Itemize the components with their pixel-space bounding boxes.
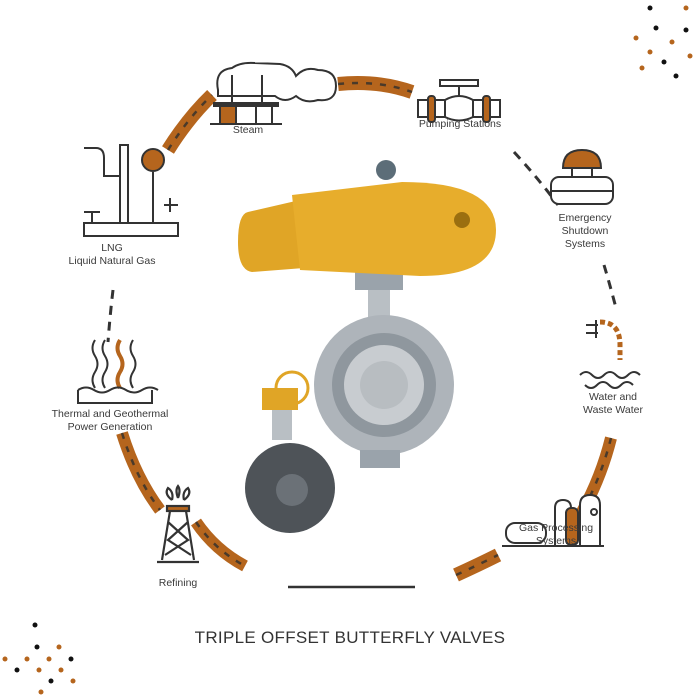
heat-waves-icon xyxy=(77,338,159,404)
label-line: Systems xyxy=(535,535,577,547)
butterfly-valve-image xyxy=(238,160,496,533)
dashed-connector xyxy=(602,264,618,309)
label-line: Water and xyxy=(588,391,638,403)
decorative-dots-bottom-left xyxy=(2,622,76,695)
steam-plant-icon xyxy=(210,61,338,125)
label-line: Liquid Natural Gas xyxy=(68,255,156,267)
label-line: Refining xyxy=(158,577,198,589)
pump-valve-icon xyxy=(417,79,501,123)
label-pumping-stations: Pumping Stations xyxy=(419,118,501,131)
connectors xyxy=(106,76,618,589)
orange-connector xyxy=(337,76,415,99)
label-line: Thermal and Geothermal xyxy=(51,408,169,420)
label-steam: Steam xyxy=(233,124,263,137)
label-line: Power Generation xyxy=(67,421,153,433)
orange-connector xyxy=(453,548,502,582)
label-refining: Refining xyxy=(159,577,198,590)
label-line: Emergency xyxy=(558,212,612,224)
emergency-button-icon xyxy=(550,148,614,205)
orange-connector xyxy=(191,518,248,572)
label-line: Shutdown xyxy=(561,225,609,237)
water-tap-icon xyxy=(579,319,641,389)
label-line: Pumping Stations xyxy=(418,118,502,130)
dashed-connector xyxy=(106,289,115,343)
orange-connector xyxy=(162,89,217,154)
orange-connector xyxy=(116,431,165,514)
label-line: Waste Water xyxy=(583,404,643,416)
oil-derrick-icon xyxy=(157,484,199,564)
label-line: Gas Processing xyxy=(518,522,594,534)
gas-tanks-icon xyxy=(502,493,604,547)
page-title: TRIPLE OFFSET BUTTERFLY VALVES xyxy=(194,628,506,647)
label-line: LNG xyxy=(101,242,123,254)
dashed-connector xyxy=(512,150,560,206)
label-line: Steam xyxy=(232,124,264,136)
decorative-dots-top-right xyxy=(633,5,693,79)
lng-pipes-icon xyxy=(83,144,179,237)
label-line: Systems xyxy=(564,238,606,250)
